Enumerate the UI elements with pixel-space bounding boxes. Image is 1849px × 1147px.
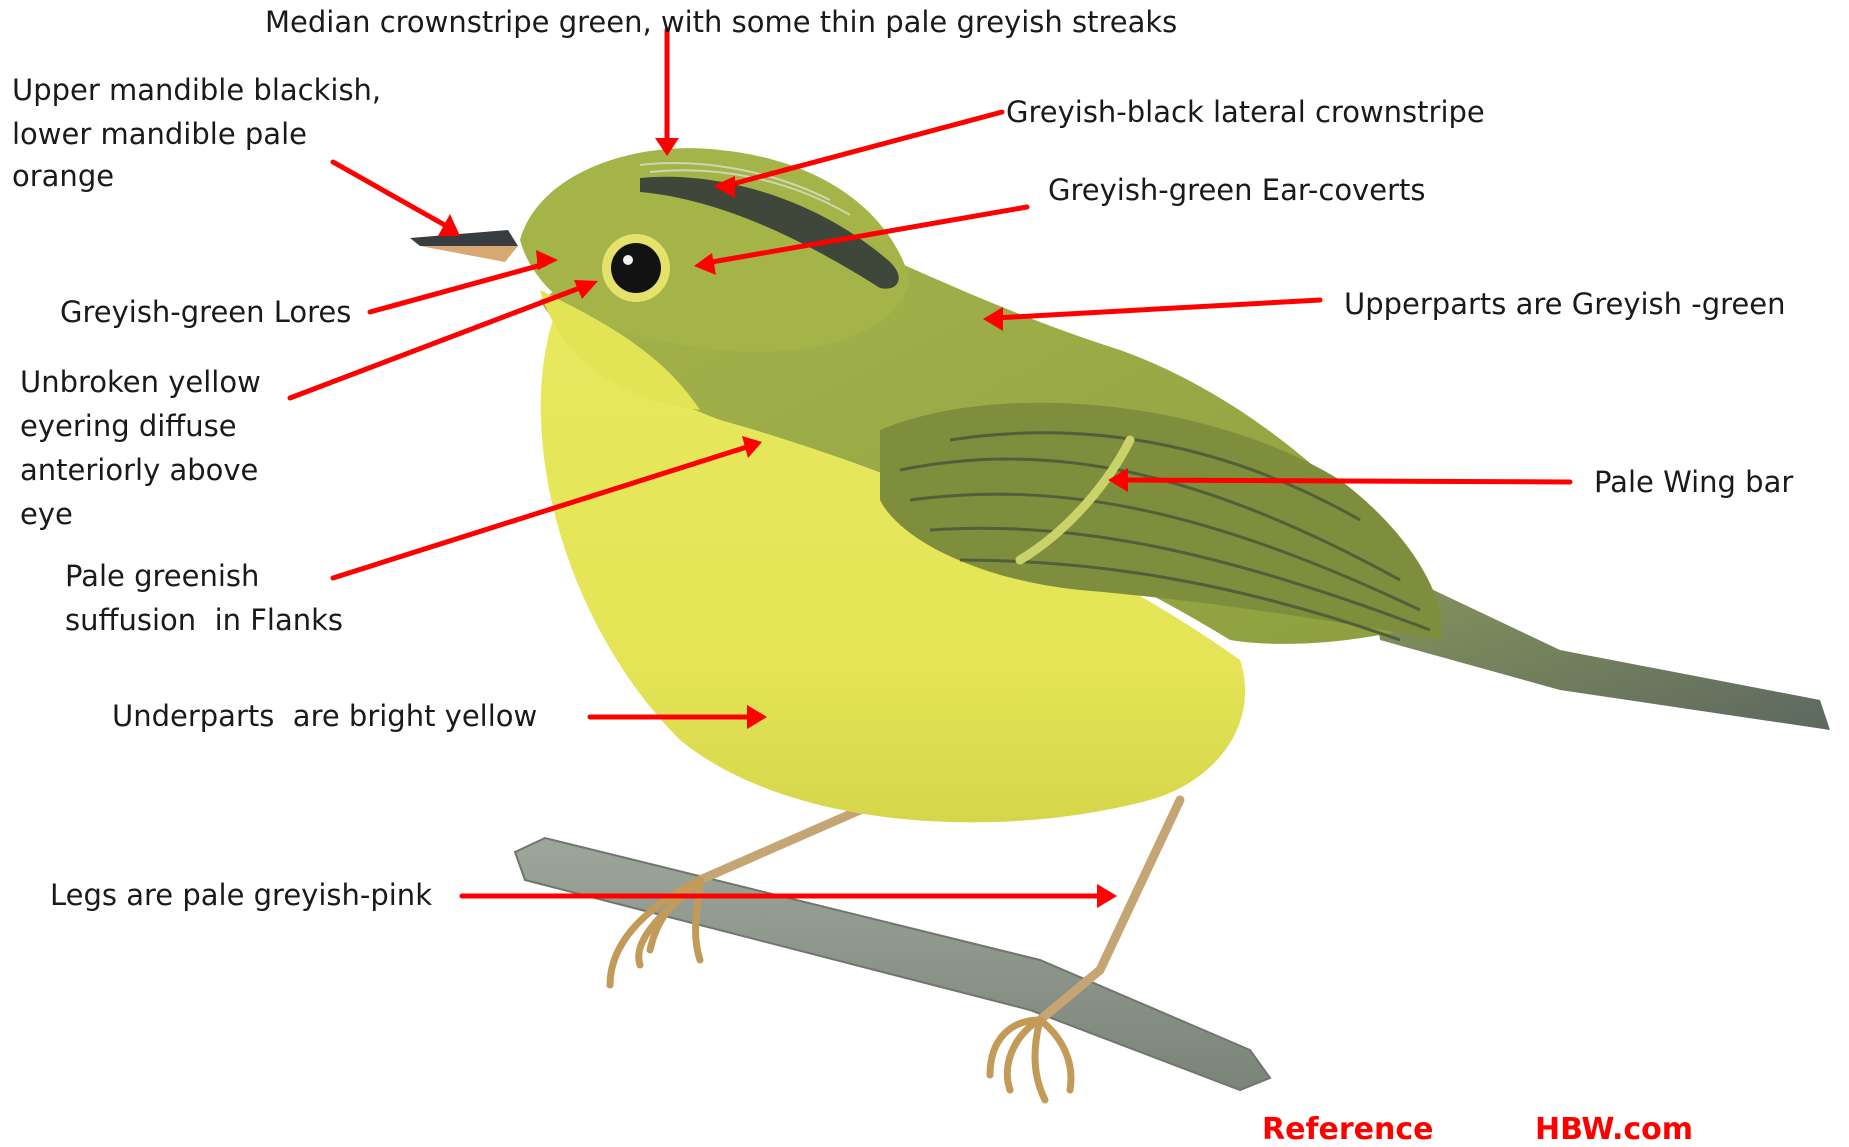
label-lateral-crownstripe: Greyish-black lateral crownstripe (1006, 90, 1485, 134)
label-eyering-line3: anteriorly above (20, 448, 258, 492)
lower-mandible (420, 246, 518, 262)
label-upperparts: Upperparts are Greyish -green (1344, 282, 1785, 326)
label-legs: Legs are pale greyish-pink (50, 873, 432, 917)
arrow-lateral-crownstripe (725, 112, 1002, 186)
label-eyering-line4: eye (20, 492, 73, 536)
label-upper-mandible-line1: Upper mandible blackish, (12, 68, 381, 112)
left-leg (700, 810, 860, 880)
label-wing-bar: Pale Wing bar (1594, 460, 1793, 504)
label-underparts: Underparts are bright yellow (112, 694, 537, 738)
label-eyering-line2: eyering diffuse (20, 404, 237, 448)
label-eyering-line1: Unbroken yellow (20, 360, 261, 404)
label-median-crownstripe: Median crownstripe green, with some thin… (265, 0, 1177, 44)
branch (515, 838, 1270, 1090)
label-flanks-line1: Pale greenish (65, 554, 259, 598)
arrow-lores (370, 264, 545, 312)
arrow-mandible (333, 162, 450, 228)
label-ear-coverts: Greyish-green Ear-coverts (1048, 168, 1425, 212)
arrow-upperparts (995, 300, 1320, 318)
reference-source: HBW.com (1535, 1112, 1693, 1147)
label-upper-mandible-line2: lower mandible pale (12, 112, 307, 156)
label-lores: Greyish-green Lores (60, 290, 351, 334)
arrow-wing-bar (1120, 480, 1570, 482)
label-flanks-line2: suffusion in Flanks (65, 598, 343, 642)
upper-mandible (410, 230, 518, 246)
label-upper-mandible-line3: orange (12, 154, 114, 198)
tail (1370, 560, 1830, 730)
reference-label: Reference (1262, 1112, 1433, 1147)
eye-highlight (623, 255, 633, 265)
eye (611, 243, 661, 293)
right-foot (990, 1020, 1071, 1100)
